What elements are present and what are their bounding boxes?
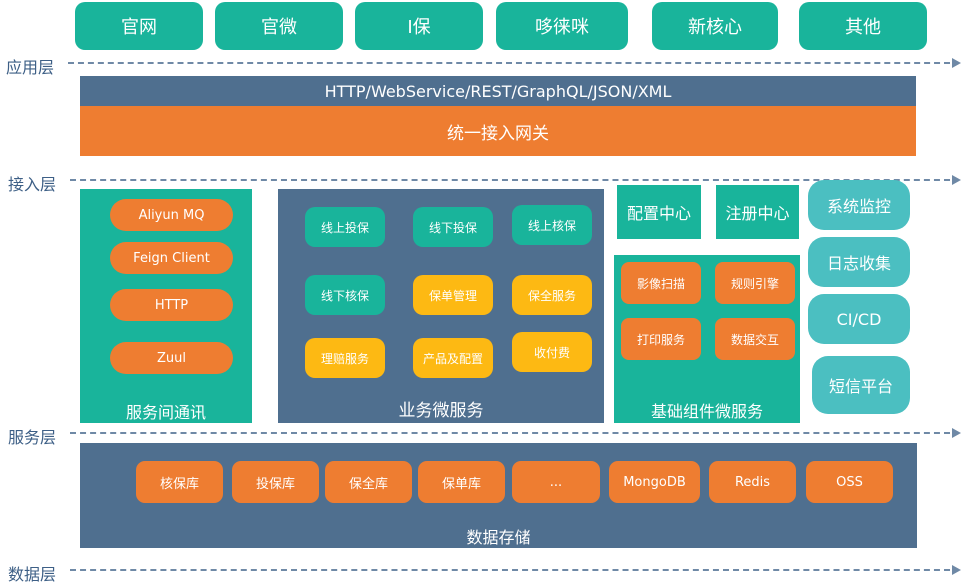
ops-item-sms: 短信平台 [812, 356, 910, 414]
arrow-right-icon [952, 565, 961, 575]
ops-item-cicd: CI/CD [808, 294, 910, 344]
biz-item: 产品及配置 [413, 338, 493, 378]
ops-item-monitor: 系统监控 [808, 180, 910, 230]
comm-item-feign-client: Feign Client [110, 242, 233, 274]
base-item-label: 规则引擎 [730, 276, 779, 291]
comm-item-label: HTTP [154, 297, 189, 313]
base-item-label: 数据交互 [730, 332, 779, 347]
gateway-text: 统一接入网关 [447, 123, 549, 144]
biz-item: 线下核保 [305, 275, 385, 315]
base-title: 基础组件微服务 [650, 402, 763, 421]
storage-item-label: MongoDB [623, 474, 686, 490]
biz-title: 业务微服务 [398, 401, 484, 421]
storage-item: Redis [709, 461, 796, 503]
biz-item: 线上核保 [512, 205, 592, 245]
biz-item-label: 线上核保 [527, 218, 576, 233]
ops-item-label: 系统监控 [826, 197, 891, 216]
app-guanwang: 官网 [75, 2, 203, 50]
storage-item: 投保库 [232, 461, 319, 503]
arrow-right-icon [952, 58, 961, 68]
storage-item-label: OSS [836, 474, 863, 490]
layer-label-access: 接入层 [8, 175, 57, 194]
app-ibao: I保 [355, 2, 483, 50]
base-item-label: 影像扫描 [636, 276, 685, 291]
storage-item: 保单库 [418, 461, 505, 503]
arrow-right-icon [952, 175, 961, 185]
layer-label-app: 应用层 [6, 58, 55, 77]
ops-item-label: 短信平台 [828, 377, 893, 396]
comm-item-label: Feign Client [133, 250, 210, 266]
biz-item-label: 线下投保 [428, 220, 477, 235]
comm-item-label: Zuul [157, 350, 186, 366]
biz-item: 保单管理 [413, 275, 493, 315]
gateway-bar: 统一接入网关 [80, 106, 916, 156]
app-label: 新核心 [688, 17, 742, 38]
storage-item: MongoDB [609, 461, 700, 503]
protocol-bar: HTTP/WebService/REST/GraphQL/JSON/XML [80, 76, 916, 106]
storage-item: ... [512, 461, 600, 503]
app-label: 官网 [121, 17, 157, 38]
config-center: 配置中心 [617, 185, 701, 239]
storage-item: 核保库 [136, 461, 223, 503]
app-label: 哆徕咪 [535, 17, 589, 38]
storage-item: OSS [806, 461, 893, 503]
app-label: 其他 [845, 17, 881, 38]
storage-item-label: Redis [734, 474, 771, 490]
storage-item-label: 保全库 [348, 476, 388, 492]
ops-item-logging: 日志收集 [808, 237, 910, 287]
base-item: 规则引擎 [715, 262, 795, 304]
base-item-label: 打印服务 [636, 332, 685, 347]
comm-item-zuul: Zuul [110, 342, 233, 374]
layer-divider [70, 179, 950, 181]
biz-item-label: 保单管理 [428, 288, 477, 303]
layer-label-data: 数据层 [8, 565, 57, 584]
registry-center-label: 注册中心 [725, 204, 790, 223]
biz-item: 理赔服务 [305, 338, 385, 378]
storage-item-label: 保单库 [441, 476, 481, 492]
ops-item-label: CI/CD [836, 309, 882, 329]
base-item: 打印服务 [621, 318, 701, 360]
config-center-label: 配置中心 [626, 204, 691, 223]
biz-item: 保全服务 [512, 275, 592, 315]
comm-item-aliyun-mq: Aliyun MQ [110, 199, 233, 231]
layer-label-service: 服务层 [8, 428, 57, 447]
storage-item-label: ... [549, 474, 563, 490]
registry-center: 注册中心 [716, 185, 799, 239]
app-label: 官微 [261, 17, 297, 38]
biz-item-label: 线下核保 [320, 288, 369, 303]
biz-item: 收付费 [512, 332, 592, 372]
comm-item-http: HTTP [110, 289, 233, 321]
comm-title: 服务间通讯 [125, 403, 206, 422]
app-label: I保 [407, 17, 431, 38]
base-item: 影像扫描 [621, 262, 701, 304]
app-duolaimi: 哆徕咪 [496, 2, 628, 50]
biz-item-label: 线上投保 [320, 220, 369, 235]
biz-item: 线下投保 [413, 207, 493, 247]
base-item: 数据交互 [715, 318, 795, 360]
layer-divider [70, 432, 950, 434]
biz-item: 线上投保 [305, 207, 385, 247]
app-guanwei: 官微 [215, 2, 343, 50]
protocol-text: HTTP/WebService/REST/GraphQL/JSON/XML [324, 81, 672, 101]
storage-item-label: 核保库 [159, 476, 199, 492]
biz-item-label: 保全服务 [527, 288, 576, 303]
comm-item-label: Aliyun MQ [138, 207, 205, 223]
ops-item-label: 日志收集 [826, 254, 891, 273]
arrow-right-icon [952, 428, 961, 438]
layer-divider [70, 569, 950, 571]
biz-item-label: 产品及配置 [422, 351, 483, 366]
app-other: 其他 [799, 2, 927, 50]
storage-item-label: 投保库 [255, 476, 295, 492]
app-xinhexin: 新核心 [652, 2, 778, 50]
biz-item-label: 收付费 [533, 345, 570, 360]
storage-item: 保全库 [325, 461, 412, 503]
layer-divider [68, 62, 950, 64]
biz-item-label: 理赔服务 [320, 351, 369, 366]
storage-title: 数据存储 [466, 528, 531, 547]
